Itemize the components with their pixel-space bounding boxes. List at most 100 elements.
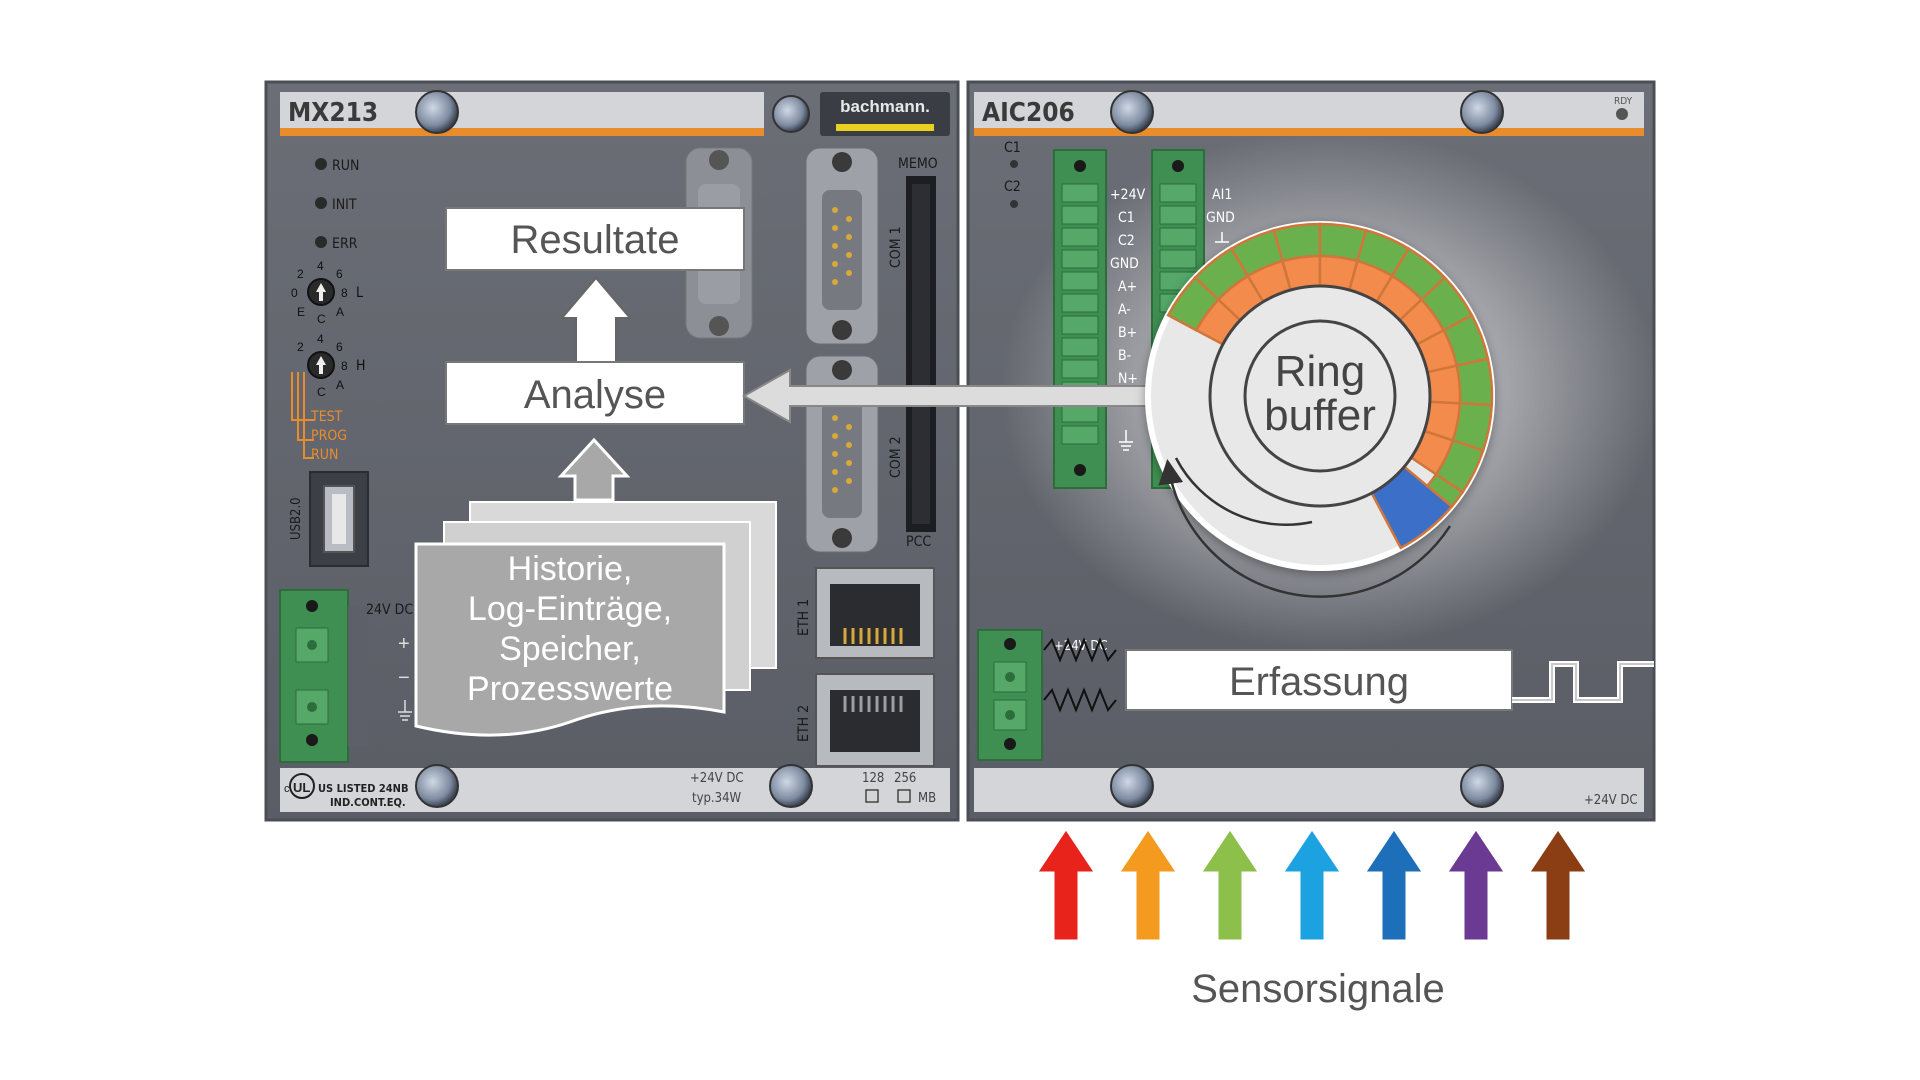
svg-text:4: 4 — [317, 332, 324, 346]
footer-supply-right: +24V DC — [1584, 793, 1638, 808]
svg-text:+24V: +24V — [1110, 187, 1146, 203]
screws-aic206 — [1110, 90, 1504, 808]
usb-port[interactable]: USB2.0 — [289, 471, 369, 567]
usb-label: USB2.0 — [289, 497, 304, 540]
svg-text:C1: C1 — [1118, 210, 1135, 226]
ring-buffer-label-1: Ring — [1275, 347, 1366, 396]
memo-label: MEMO — [898, 156, 938, 172]
svg-text:C2: C2 — [1118, 233, 1135, 249]
svg-text:6: 6 — [336, 267, 343, 281]
svg-text:E: E — [297, 305, 305, 319]
ul-ind: IND.CONT.EQ. — [330, 796, 406, 809]
rdy-label: RDY — [1614, 96, 1633, 107]
svg-text:A: A — [336, 305, 344, 319]
sensor-arrows — [1037, 829, 1587, 941]
footer-mx213: UL c US LISTED 24NB IND.CONT.EQ. +24V DC… — [280, 768, 950, 812]
resultate-label: Resultate — [511, 218, 680, 262]
svg-text:2: 2 — [297, 267, 304, 281]
svg-text:N+: N+ — [1118, 371, 1138, 387]
mb-label: MB — [918, 791, 936, 806]
brand-logo: bachmann. — [840, 97, 930, 116]
eth2-port[interactable]: ETH 2 — [796, 673, 935, 767]
ring-buffer-label-2: buffer — [1264, 391, 1376, 440]
module-aic206: AIC206 RDY C1 C2 +24V C1 C2 GND A+ A- — [966, 80, 1660, 822]
arrow-analyse-to-resultate — [559, 276, 633, 363]
svg-text:6: 6 — [336, 340, 343, 354]
svg-text:−: − — [398, 667, 410, 689]
svg-text:8: 8 — [341, 286, 348, 300]
sensor-arrow — [1037, 829, 1095, 941]
mem-128: 128 — [862, 771, 884, 786]
status-leds: RUN INIT ERR — [315, 158, 359, 252]
eth1-port[interactable]: ETH 1 — [796, 567, 935, 659]
arrow-ringbuffer-to-analyse — [741, 368, 1161, 424]
sensor-arrow — [1529, 829, 1587, 941]
mode-labels: TEST PROG RUN — [291, 372, 347, 463]
svg-text:0: 0 — [291, 286, 298, 300]
ul-mark: UL — [293, 780, 310, 795]
svg-text:2: 2 — [297, 340, 304, 354]
power-terminal-right[interactable]: +24V DC — [977, 629, 1117, 761]
memory-card-slot[interactable]: MEMO PCC — [898, 156, 938, 550]
sensor-arrow — [1447, 829, 1505, 941]
power-terminal-left[interactable]: 24V DC + − — [279, 589, 413, 763]
analyse-label: Analyse — [524, 373, 666, 417]
svg-text:A-: A- — [1118, 302, 1131, 318]
led-label-err: ERR — [332, 236, 358, 252]
mode-run: RUN — [311, 447, 338, 463]
c2-led-label: C2 — [1004, 179, 1021, 195]
module-mx213: MX213 bachmann. RUN INIT ERR 2 4 6 0 8 L… — [264, 80, 960, 822]
ring-buffer-center: Ring buffer — [1158, 284, 1452, 598]
typ-label: typ.34W — [692, 791, 742, 806]
eth1-label: ETH 1 — [796, 599, 812, 636]
svg-text:L: L — [356, 285, 363, 301]
com2-label: COM 2 — [888, 436, 904, 478]
module-name-mx213: MX213 — [288, 98, 378, 128]
sensor-arrow — [1365, 829, 1423, 941]
svg-text:C: C — [317, 312, 326, 326]
history-stack: Historie, Log-Einträge, Speicher, Prozes… — [414, 501, 777, 737]
svg-text:B+: B+ — [1118, 325, 1137, 341]
sensorsignale-label: Sensorsignale — [1191, 967, 1445, 1011]
svg-text:AI1: AI1 — [1212, 187, 1232, 203]
history-line-4: Prozesswerte — [467, 670, 673, 708]
ul-listed: US LISTED 24NB — [318, 782, 409, 795]
mode-prog: PROG — [311, 428, 347, 444]
rotary-switch-low[interactable]: 2 4 6 0 8 L E C A — [291, 259, 363, 326]
svg-text:B-: B- — [1118, 348, 1131, 364]
svg-text:c: c — [284, 783, 290, 795]
terminal-labels: +24V C1 C2 GND A+ A- B+ B- N+ — [1110, 187, 1146, 451]
history-line-2: Log-Einträge, — [468, 590, 672, 628]
mode-test: TEST — [310, 409, 343, 425]
power-label-left: 24V DC — [366, 602, 413, 618]
arrow-history-to-analyse — [557, 437, 631, 502]
svg-text:+: + — [398, 633, 410, 655]
svg-text:4: 4 — [317, 259, 324, 273]
svg-text:A+: A+ — [1118, 279, 1137, 295]
com1-port[interactable]: COM 1 — [805, 147, 904, 345]
svg-text:C: C — [317, 385, 326, 399]
svg-text:GND: GND — [1206, 210, 1235, 226]
eth2-label: ETH 2 — [796, 705, 812, 742]
erfassung-box: Erfassung — [1125, 649, 1513, 711]
analyse-box: Analyse — [445, 361, 745, 425]
history-line-1: Historie, — [508, 550, 633, 588]
svg-text:A: A — [336, 378, 344, 392]
erfassung-label: Erfassung — [1229, 660, 1409, 704]
rotary-switch-high[interactable]: 2 4 6 8 H C A — [297, 332, 365, 399]
mem-256: 256 — [894, 771, 916, 786]
pcc-label: PCC — [906, 534, 931, 550]
terminal-block-1[interactable] — [1053, 149, 1107, 489]
c1-led-label: C1 — [1004, 140, 1021, 156]
resultate-box: Resultate — [445, 207, 745, 271]
history-line-3: Speicher, — [499, 630, 641, 668]
screws-mx213 — [415, 90, 813, 808]
module-name-aic206: AIC206 — [982, 98, 1075, 128]
led-label-run: RUN — [332, 158, 359, 174]
ring-inner-segment — [1425, 364, 1462, 405]
sensor-arrow — [1119, 829, 1177, 941]
svg-text:GND: GND — [1110, 256, 1139, 272]
svg-text:H: H — [356, 358, 365, 374]
ring-outer-segment — [1455, 357, 1494, 407]
